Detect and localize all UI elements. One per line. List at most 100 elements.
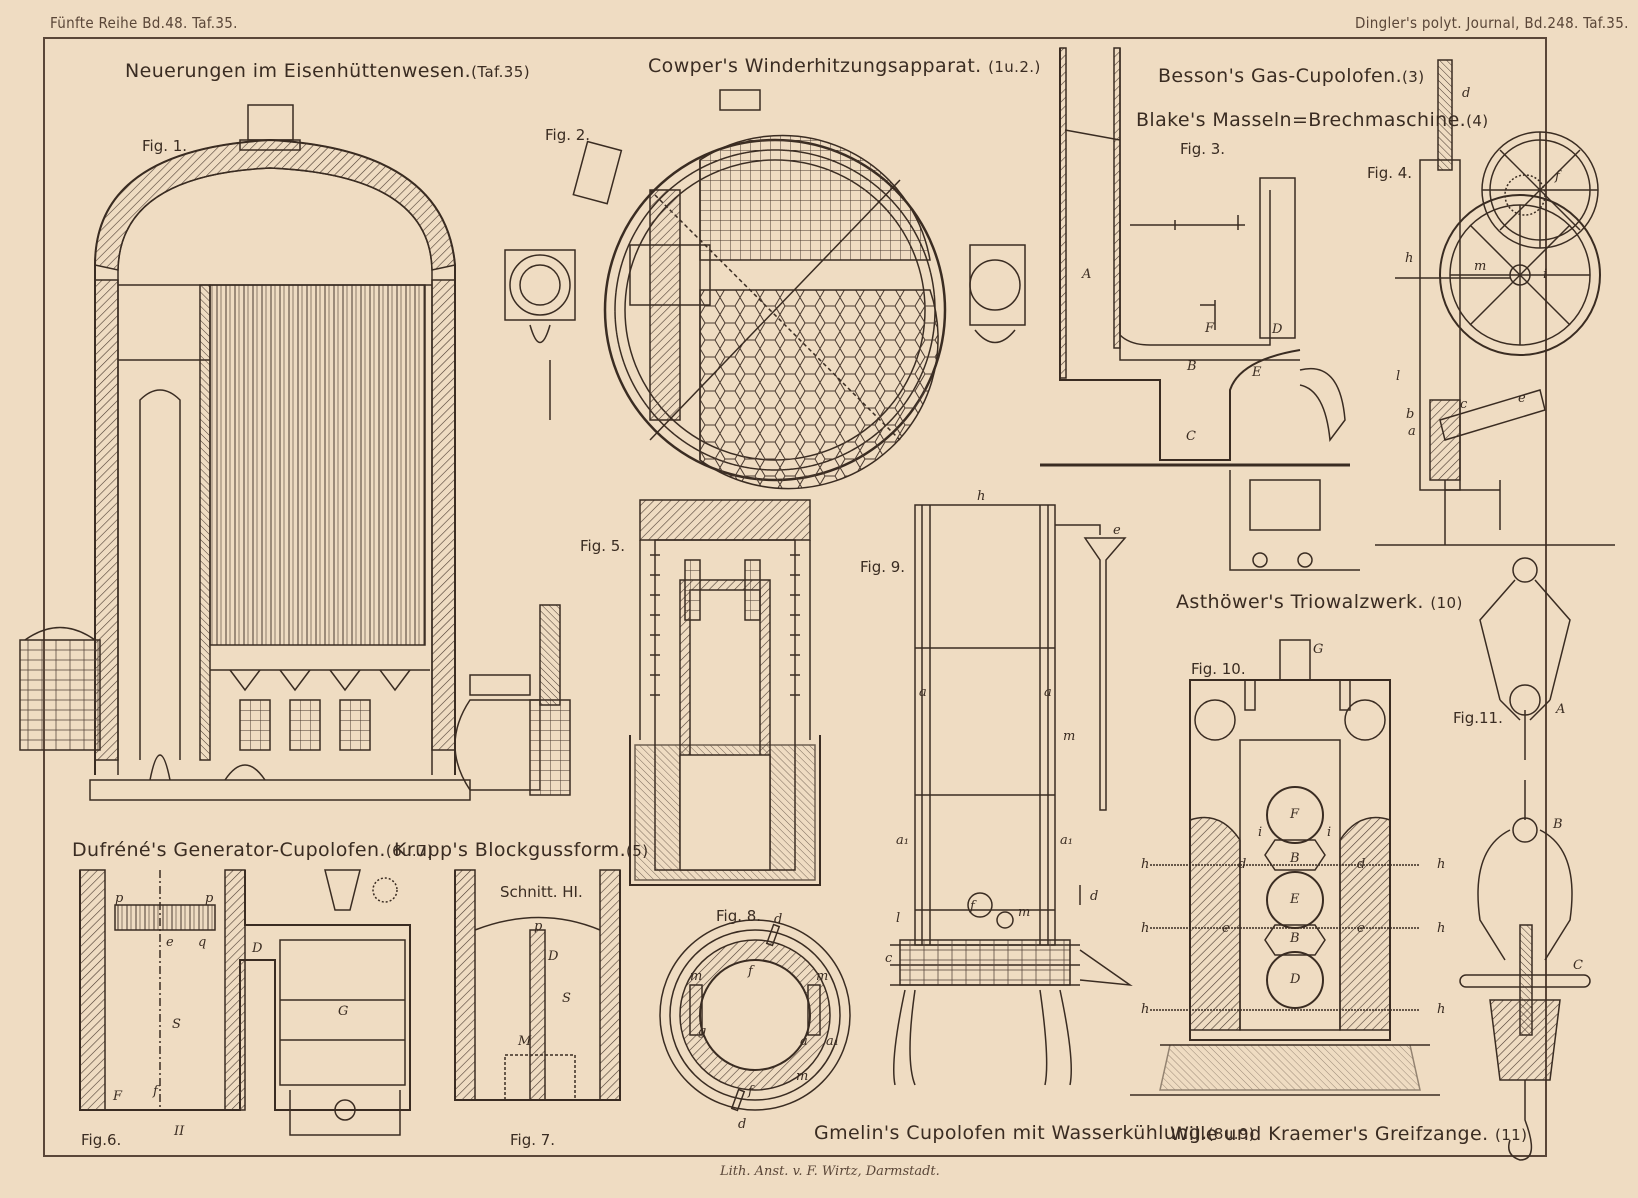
fig6-letter-g: G — [338, 1004, 349, 1019]
fig10-letter-h2: h — [1437, 857, 1446, 872]
fig4-letter-f: f — [1555, 169, 1560, 184]
fig9-letter-a-left: a — [919, 685, 927, 700]
fig11-drawing — [1459, 557, 1591, 1161]
fig5-label: Fig. 5. — [580, 537, 626, 555]
blake-title-ref: (4) — [1466, 112, 1489, 130]
cowper-title-text: Cowper's Winderhitzungsapparat. — [648, 55, 982, 77]
wille-title-text: Wille und Kraemer's Greifzange. — [1170, 1123, 1489, 1145]
fig6-drawing — [79, 869, 411, 1136]
fig7-letter-m: M — [518, 1034, 532, 1049]
fig9-letter-l: l — [896, 911, 901, 926]
fig7-letter-p: p — [534, 919, 543, 934]
fig4-drawing — [1375, 59, 1615, 546]
fig3-letter-c: C — [1186, 429, 1196, 444]
krupp-title-text: Krupp's Blockgussform. — [394, 839, 627, 861]
fig6-letter-d: D — [252, 941, 263, 956]
fig8-letter-a1: a₁ — [826, 1034, 839, 1049]
gmelin-title-text: Gmelin's Cupolofen mit Wasserkühlung. — [814, 1122, 1208, 1144]
fig11-letter-b: B — [1553, 817, 1563, 832]
main-title-ref: (Taf.35) — [471, 63, 530, 81]
fig1-label: Fig. 1. — [142, 137, 188, 155]
blake-title: Blake's Masseln=Brechmaschine.(4) — [1136, 111, 1489, 130]
fig4-letter-m: m — [1474, 259, 1487, 274]
fig10-letter-f: F — [1290, 807, 1300, 822]
fig3-letter-d: D — [1272, 322, 1283, 337]
asthoewer-title-ref: (10) — [1430, 594, 1463, 612]
fig8-letter-f-lower: f — [748, 1084, 753, 1099]
main-title-text: Neuerungen im Eisenhüttenwesen. — [125, 60, 472, 82]
fig6-letter-e: e — [166, 935, 174, 950]
fig3-drawing — [1040, 47, 1360, 571]
asthoewer-title-text: Asthöwer's Triowalzwerk. — [1176, 591, 1424, 613]
fig10-letter-e-right: e — [1357, 921, 1365, 936]
fig8-letter-f-top: f — [748, 964, 753, 979]
cowper-title-ref: (1u.2.) — [988, 58, 1041, 76]
fig9-letter-d: d — [1090, 889, 1099, 904]
fig8-letter-m-left: m — [690, 969, 703, 984]
krupp-title: Krupp's Blockgussform.(5) — [394, 841, 648, 860]
fig10-letter-e-left: e — [1222, 921, 1230, 936]
fig3-letter-e: E — [1252, 365, 1262, 380]
besson-title: Besson's Gas-Cupolofen.(3) — [1158, 67, 1424, 86]
header-right: Dingler's polyt. Journal, Bd.248. Taf.35… — [1355, 14, 1629, 32]
fig9-letter-a-right: a — [1044, 685, 1052, 700]
fig10-letter-i-left: i — [1258, 825, 1263, 840]
fig2-label: Fig. 2. — [545, 126, 591, 144]
fig11-label: Fig.11. — [1453, 709, 1503, 727]
fig6-label: Fig.6. — [81, 1131, 122, 1149]
fig3-letter-a: A — [1082, 267, 1092, 282]
fig10-letter-b-lower: B — [1290, 931, 1300, 946]
dufrene-title-text: Dufréné's Generator-Cupolofen. — [72, 839, 386, 861]
header-left: Fünfte Reihe Bd.48. Taf.35. — [50, 14, 238, 32]
fig10-letter-d-right: d — [1357, 857, 1366, 872]
asthoewer-title: Asthöwer's Triowalzwerk. (10) — [1176, 593, 1463, 612]
fig9-letter-e: e — [1113, 523, 1121, 538]
fig9-letter-f: f — [970, 899, 975, 914]
fig6-letter-p-left: p — [115, 891, 124, 906]
fig8-letter-m-right: m — [816, 969, 829, 984]
fig10-letter-g: G — [1313, 642, 1324, 657]
fig3-label: Fig. 3. — [1180, 140, 1226, 158]
fig5-drawing — [629, 499, 821, 886]
besson-title-ref: (3) — [1402, 68, 1425, 86]
fig7-letter-d: D — [548, 949, 559, 964]
fig10-letter-e: E — [1290, 892, 1300, 907]
fig7-letter-s: S — [562, 991, 571, 1006]
fig10-letter-d: D — [1290, 972, 1301, 987]
blake-title-text: Blake's Masseln=Brechmaschine. — [1136, 109, 1467, 131]
fig4-letter-d: d — [1462, 86, 1471, 101]
fig10-letter-i-right: i — [1327, 825, 1332, 840]
fig4-letter-l: l — [1396, 369, 1401, 384]
fig4-letter-a: a — [1408, 424, 1416, 439]
fig2-drawing — [504, 89, 1026, 490]
wille-title-ref: (11) — [1494, 1126, 1528, 1144]
fig8-letter-d-top: d — [774, 912, 783, 927]
fig8-label: Fig. 8. — [716, 907, 762, 925]
fig7-drawing — [454, 869, 621, 1101]
fig9-drawing — [890, 504, 1133, 1086]
fig11-letter-c: C — [1573, 958, 1583, 973]
fig10-letter-b-upper: B — [1290, 851, 1300, 866]
fig3-letter-b: B — [1187, 359, 1197, 374]
dufrene-title: Dufréné's Generator-Cupolofen.(6u.7) — [72, 841, 433, 860]
fig6-letter-s: S — [172, 1017, 181, 1032]
cowper-title: Cowper's Winderhitzungsapparat. (1u.2.) — [648, 57, 1041, 76]
fig9-letter-a1-left: a₁ — [896, 833, 909, 848]
fig10-letter-h3: h — [1141, 921, 1150, 936]
fig6-letter-ii: II — [174, 1124, 185, 1139]
fig8-letter-d-bottom: d — [738, 1117, 747, 1132]
fig8-letter-a: a — [800, 1034, 808, 1049]
fig10-letter-h6: h — [1437, 1002, 1446, 1017]
fig4-label: Fig. 4. — [1367, 164, 1413, 182]
fig10-letter-h4: h — [1437, 921, 1446, 936]
besson-title-text: Besson's Gas-Cupolofen. — [1158, 65, 1403, 87]
fig7-label: Fig. 7. — [510, 1131, 556, 1149]
fig9-letter-m-upper: m — [1063, 729, 1076, 744]
fig6-letter-q: q — [198, 935, 207, 950]
fig6-letter-f-upper: F — [113, 1089, 123, 1104]
fig8-drawing — [659, 919, 851, 1112]
fig9-letter-a1-right: a₁ — [1060, 833, 1073, 848]
fig9-letter-h: h — [977, 489, 986, 504]
schnitt-label: Schnitt. HI. — [500, 883, 583, 901]
